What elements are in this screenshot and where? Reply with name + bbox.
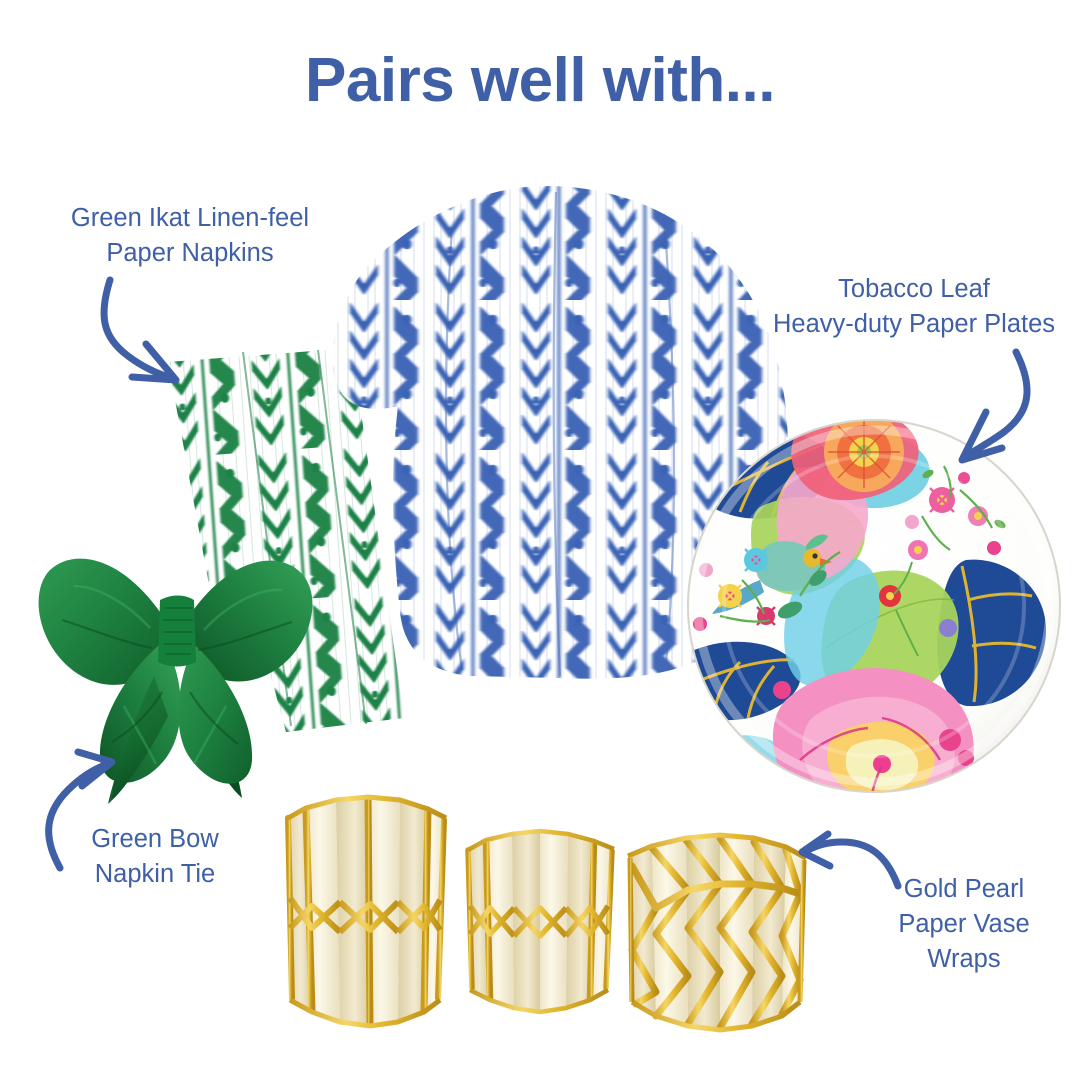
callout-green-ikat-napkins: Green Ikat Linen-feel Paper Napkins [40, 201, 340, 271]
page-title: Pairs well with... [305, 46, 775, 115]
product-green-bow-napkin-tie [38, 558, 313, 804]
product-vase-wrap-3 [627, 832, 808, 1033]
product-tobacco-leaf-plate [687, 419, 1061, 793]
callout-line: Tobacco Leaf [838, 275, 990, 303]
callout-line: Paper Vase [898, 910, 1030, 939]
product-vase-wrap-1 [285, 794, 448, 1029]
callout-line: Green Ikat Linen-feel [70, 204, 310, 232]
callout-line: Napkin Tie [94, 860, 216, 889]
callout-line: Gold Pearl [903, 875, 1025, 903]
callout-line: Green Bow [91, 825, 219, 853]
callout-line: Heavy-duty Paper Plates [772, 310, 1056, 339]
callout-line: Wraps [927, 945, 1001, 974]
callout-gold-pearl-vase-wraps: Gold Pearl Paper Vase Wraps [858, 872, 1070, 978]
callout-line: Paper Napkins [106, 239, 274, 268]
product-vase-wrap-2 [465, 828, 615, 1015]
callout-tobacco-leaf-plates: Tobacco Leaf Heavy-duty Paper Plates [748, 272, 1080, 342]
callout-green-bow-napkin-tie: Green Bow Napkin Tie [30, 822, 280, 892]
